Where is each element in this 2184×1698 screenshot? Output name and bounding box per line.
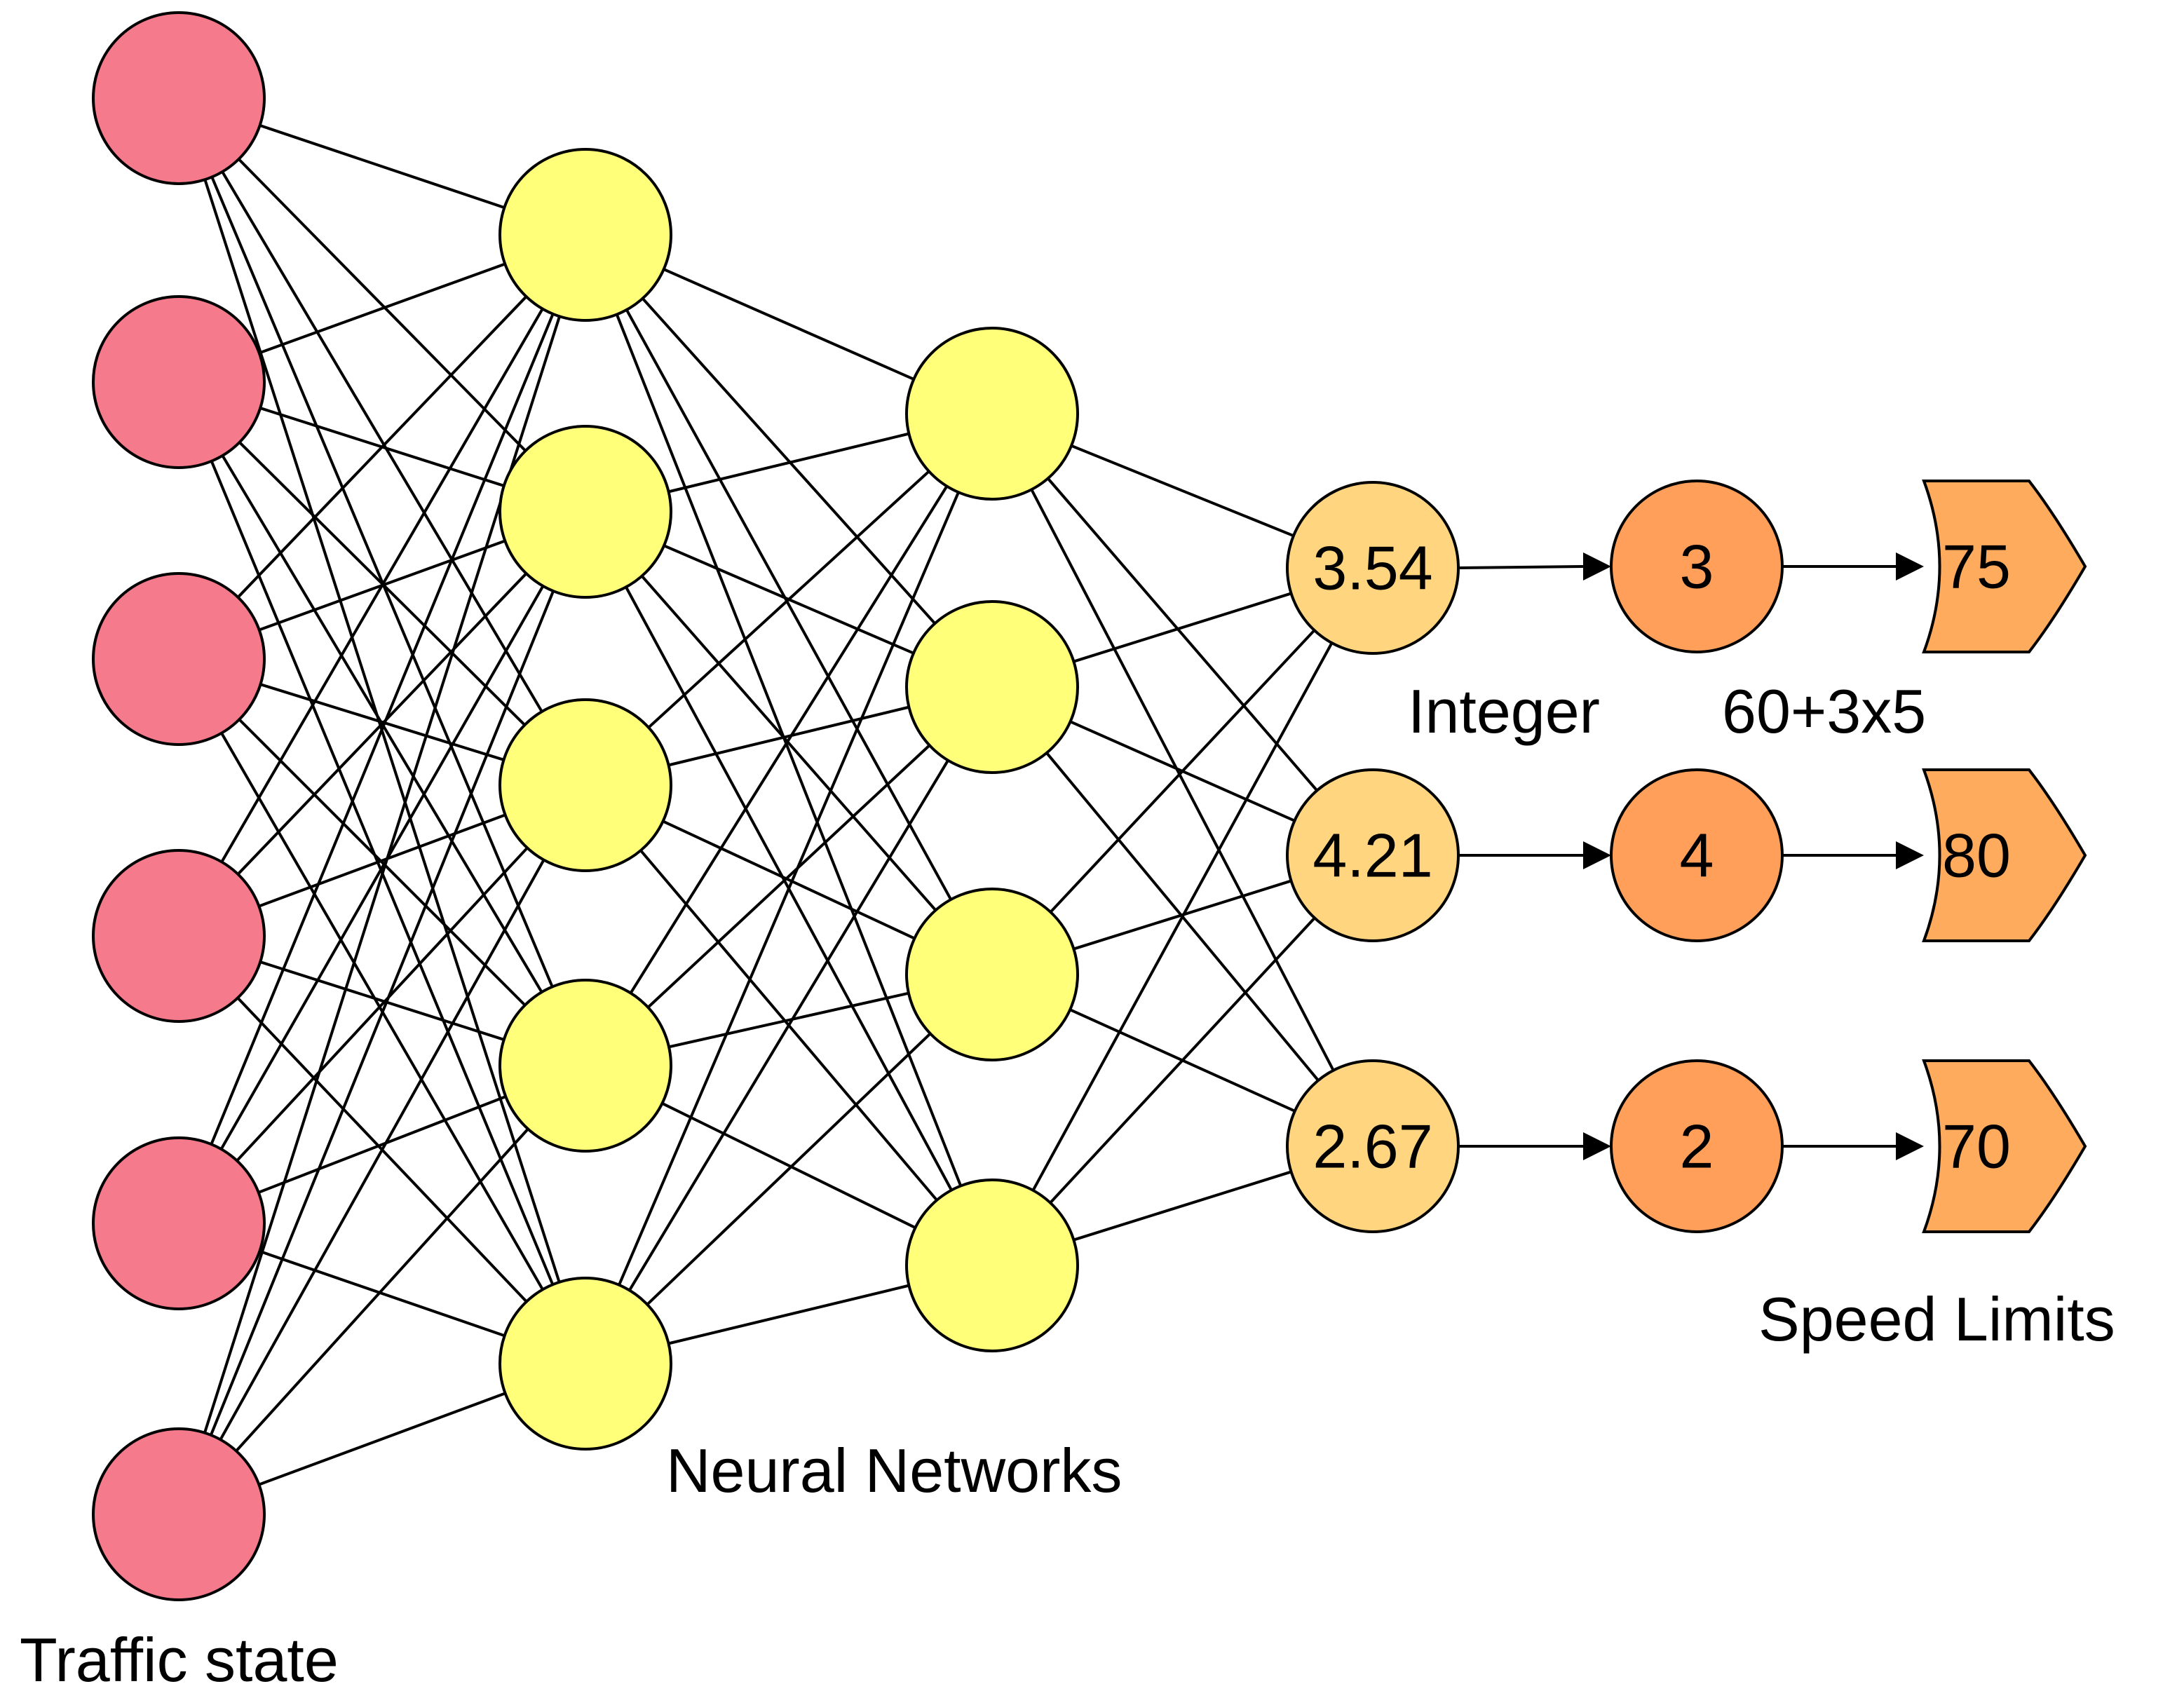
- speed-limit-shield-1: [1922, 480, 2087, 653]
- speed-limits-label: Speed Limits: [1758, 1284, 2115, 1354]
- arrow-output-to-integer-1-line: [1458, 565, 1584, 569]
- integer-node-3: [1610, 1059, 1784, 1233]
- edge-l1-3-2: [668, 991, 909, 1049]
- speed-limit-value-3: 70: [1942, 1112, 2011, 1181]
- formula-label: 60+3x5: [1722, 677, 1926, 746]
- edge-l2-3-1: [1049, 917, 1316, 1204]
- edge-l1-0-2: [625, 308, 952, 901]
- integer-label: Integer: [1408, 677, 1600, 746]
- traffic-state-label: Traffic state: [20, 1625, 339, 1694]
- hidden1-node-3: [498, 698, 672, 872]
- arrow-output-to-integer-1-head: [1583, 552, 1611, 580]
- edge-l0-0-2: [221, 170, 543, 713]
- edge-l1-1-2: [641, 575, 937, 911]
- output-value-3: 2.67: [1313, 1112, 1432, 1181]
- edge-l2-0-1: [1047, 477, 1318, 792]
- input-node-1: [92, 11, 266, 185]
- edge-l0-3-1: [236, 572, 528, 876]
- edge-l2-3-0: [1031, 642, 1334, 1191]
- edge-l1-3-0: [629, 485, 949, 994]
- edge-l1-4-3: [668, 1284, 909, 1345]
- edge-l2-2-0: [1049, 629, 1316, 913]
- network-nodes: 3.54 3 75 4.21 4 80 2.67 2 70: [92, 11, 2087, 1601]
- edge-l1-2-2: [662, 820, 916, 940]
- edge-l0-4-0: [210, 313, 555, 1145]
- output-node-2: [1286, 768, 1460, 942]
- input-node-4: [92, 849, 266, 1023]
- arrow-integer-to-speed-1-head: [1896, 552, 1924, 580]
- edge-l2-1-0: [1073, 592, 1292, 663]
- edge-l1-0-1: [642, 297, 936, 625]
- arrow-output-to-integer-3-head: [1583, 1132, 1611, 1160]
- output-node-1: [1286, 481, 1460, 655]
- edge-l0-4-3: [258, 1095, 506, 1194]
- speed-limit-shield-2: [1922, 768, 2087, 942]
- edge-l0-5-1: [210, 590, 555, 1436]
- edge-l0-5-3: [235, 1128, 529, 1452]
- edge-l2-0-2: [1030, 489, 1335, 1071]
- edge-l1-0-3: [615, 313, 963, 1187]
- network-edges: [203, 123, 1335, 1486]
- edge-l0-2-0: [236, 295, 528, 599]
- edge-l0-0-0: [259, 123, 505, 210]
- edge-l2-3-2: [1073, 1170, 1292, 1242]
- arrow-integer-to-speed-3-head: [1896, 1132, 1924, 1160]
- integer-value-1: 3: [1680, 532, 1714, 602]
- integer-node-1: [1610, 480, 1784, 653]
- hidden2-node-2: [905, 600, 1079, 774]
- edge-l0-0-1: [238, 158, 527, 452]
- hidden1-node-2: [498, 425, 672, 599]
- input-node-6: [92, 1427, 266, 1601]
- hidden1-node-5: [498, 1277, 672, 1451]
- speed-limit-value-1: 75: [1942, 532, 2011, 602]
- edge-l2-0-0: [1071, 444, 1294, 538]
- pipeline-arrows: [1458, 552, 1924, 1160]
- hidden2-node-1: [905, 327, 1079, 501]
- edge-l1-0-0: [663, 268, 915, 381]
- edge-l1-4-1: [628, 759, 949, 1291]
- integer-value-2: 4: [1680, 821, 1714, 890]
- edge-l0-5-2: [219, 859, 545, 1441]
- edge-l1-4-2: [646, 1032, 932, 1306]
- input-node-5: [92, 1136, 266, 1310]
- edge-l1-3-3: [661, 1102, 916, 1229]
- edge-l0-2-3: [238, 718, 527, 1007]
- edge-l0-3-3: [259, 960, 505, 1041]
- edge-l0-4-2: [236, 847, 529, 1162]
- edge-l0-4-4: [259, 1249, 506, 1338]
- neural-networks-label: Neural Networks: [666, 1436, 1122, 1505]
- edge-l0-3-2: [258, 813, 506, 908]
- arrow-integer-to-speed-2-head: [1896, 841, 1924, 869]
- output-value-2: 4.21: [1313, 821, 1432, 890]
- edge-l0-4-1: [219, 585, 545, 1150]
- integer-node-2: [1610, 768, 1784, 942]
- speed-limit-shield-3: [1922, 1059, 2087, 1233]
- hidden2-node-3: [905, 888, 1079, 1061]
- input-node-2: [92, 295, 266, 469]
- edge-l0-1-0: [259, 262, 506, 355]
- edge-l1-2-1: [668, 705, 909, 767]
- output-node-3: [1286, 1059, 1460, 1233]
- hidden1-node-1: [498, 148, 672, 322]
- arrow-output-to-integer-2-head: [1583, 841, 1611, 869]
- input-node-3: [92, 572, 266, 746]
- edge-l1-2-0: [647, 470, 930, 729]
- edge-l1-4-0: [618, 491, 960, 1286]
- hidden1-node-4: [498, 979, 672, 1153]
- edge-l1-1-0: [668, 432, 909, 494]
- hidden2-node-4: [905, 1179, 1079, 1352]
- edge-l0-3-0: [220, 308, 544, 863]
- speed-limit-value-2: 80: [1942, 821, 2011, 890]
- integer-value-3: 2: [1680, 1112, 1714, 1181]
- edge-l0-5-4: [258, 1392, 506, 1486]
- edge-l1-3-1: [646, 744, 931, 1009]
- output-value-1: 3.54: [1313, 534, 1432, 603]
